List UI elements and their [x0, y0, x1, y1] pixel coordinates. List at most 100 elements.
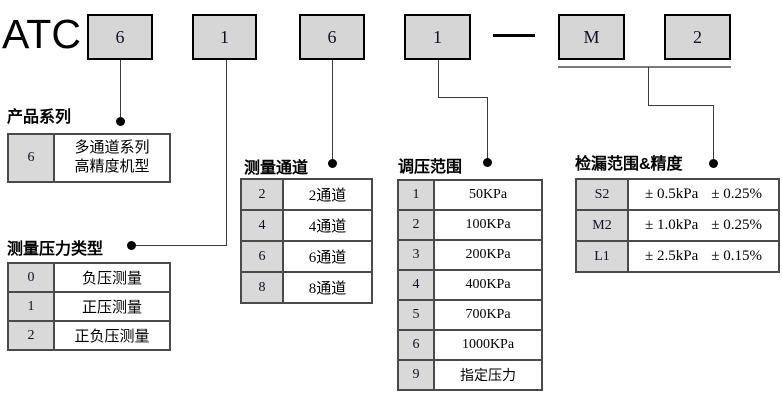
- table-row: 6 1000KPa: [399, 329, 541, 359]
- desc-cell: 负压测量: [81, 271, 142, 287]
- table-row: 8 8通道: [242, 271, 371, 302]
- connector-bullet: [116, 117, 125, 126]
- connector-line: [648, 105, 714, 106]
- table-row: 6 多通道系列 高精度机型: [9, 135, 169, 181]
- code-cell: 2: [9, 322, 55, 349]
- connector-bullet: [127, 241, 136, 250]
- desc-line: 高精度机型: [74, 159, 150, 175]
- code-cell: S2: [577, 180, 629, 209]
- code-cell: 4: [242, 211, 284, 240]
- desc-cell: 正压测量: [81, 300, 142, 316]
- desc-line: 多通道系列: [74, 140, 150, 157]
- code-cell: 3: [399, 241, 435, 269]
- connector-underline: [558, 66, 731, 68]
- table-row: 2 正负压测量: [9, 320, 169, 349]
- desc-cell: 多通道系列 高精度机型: [55, 135, 169, 181]
- code-box-series: 6: [87, 14, 153, 60]
- connector-line: [487, 97, 488, 159]
- code-cell: 6: [399, 331, 435, 359]
- desc-cell: 8通道: [308, 281, 347, 297]
- desc-cell: 100KPa: [465, 217, 511, 232]
- table-row: 5 700KPa: [399, 299, 541, 329]
- code-box-leak-accuracy: 2: [664, 14, 731, 60]
- code-cell: 4: [399, 271, 435, 299]
- code-cell: 6: [9, 135, 55, 181]
- code-cell: 6: [242, 242, 284, 271]
- connector-bullet: [483, 158, 492, 167]
- table-row: 4 400KPa: [399, 269, 541, 299]
- connector-bullet: [709, 159, 718, 168]
- section-heading-pressure-type: 测量压力类型: [7, 241, 104, 258]
- section-heading-channels: 测量通道: [244, 160, 309, 177]
- code-box-digit: 2: [693, 26, 702, 47]
- accuracy-value: ± 0.25%: [711, 217, 762, 233]
- section-heading-pressure-range: 调压范围: [398, 159, 463, 176]
- connector-line: [648, 67, 649, 106]
- section-heading-product-series: 产品系列: [7, 109, 72, 126]
- leak-range-value: ± 0.5kPa: [645, 186, 699, 202]
- section-heading-leak-range-accuracy: 检漏范围&精度: [575, 156, 683, 173]
- connector-line: [134, 245, 227, 246]
- code-box-digit: 6: [327, 26, 337, 47]
- table-row: 2 2通道: [242, 180, 371, 209]
- code-box-digit: 6: [115, 26, 125, 47]
- table-row: 6 6通道: [242, 240, 371, 271]
- table-row: 0 负压测量: [9, 264, 169, 291]
- desc-cell: 50KPa: [468, 187, 508, 202]
- table-row: 4 4通道: [242, 209, 371, 240]
- code-cell: 2: [242, 180, 284, 209]
- code-cell: 0: [9, 264, 55, 291]
- code-cell: 8: [242, 273, 284, 302]
- code-box-channels: 6: [299, 14, 365, 60]
- connector-line: [438, 60, 439, 98]
- desc-cell: 4通道: [308, 219, 347, 235]
- connector-line: [332, 60, 333, 160]
- pressure-range-table: 1 50KPa 2 100KPa 3 200KPa 4 400KPa 5 700…: [397, 179, 543, 391]
- desc-cell: ± 1.0kPa ± 0.25%: [629, 211, 778, 240]
- accuracy-value: ± 0.25%: [711, 186, 762, 202]
- code-cell: 1: [9, 293, 55, 320]
- desc-cell: ± 0.5kPa ± 0.25%: [629, 180, 778, 209]
- desc-cell: 6通道: [308, 250, 347, 266]
- desc-cell: 200KPa: [465, 247, 511, 262]
- leak-range-accuracy-table: S2 ± 0.5kPa ± 0.25% M2 ± 1.0kPa ± 0.25% …: [575, 178, 780, 273]
- table-row: 9 指定压力: [399, 359, 541, 389]
- dash-separator: [493, 34, 535, 37]
- code-box-pressure-type: 1: [192, 14, 257, 60]
- code-box-pressure-range: 1: [404, 14, 471, 60]
- desc-cell: 2通道: [308, 188, 347, 204]
- table-row: S2 ± 0.5kPa ± 0.25%: [577, 180, 778, 209]
- leak-range-value: ± 1.0kPa: [645, 217, 699, 233]
- pressure-type-table: 0 负压测量 1 正压测量 2 正负压测量: [7, 262, 171, 351]
- code-cell: M2: [577, 211, 629, 240]
- table-row: L1 ± 2.5kPa ± 0.15%: [577, 240, 778, 271]
- code-cell: 9: [399, 361, 435, 389]
- connector-line: [713, 105, 714, 160]
- channels-table: 2 2通道 4 4通道 6 6通道 8 8通道: [240, 178, 373, 304]
- connector-line: [438, 97, 488, 98]
- accuracy-value: ± 0.15%: [711, 248, 762, 264]
- table-row: 1 正压测量: [9, 291, 169, 320]
- code-box-leak-range: M: [558, 14, 625, 60]
- desc-cell: ± 2.5kPa ± 0.15%: [629, 242, 778, 271]
- connector-bullet: [328, 159, 337, 168]
- table-row: 1 50KPa: [399, 181, 541, 209]
- desc-cell: 1000KPa: [461, 337, 515, 352]
- leak-range-value: ± 2.5kPa: [645, 248, 699, 264]
- desc-cell: 指定压力: [460, 369, 516, 384]
- desc-cell: 400KPa: [465, 277, 511, 292]
- desc-cell: 正负压测量: [74, 329, 150, 345]
- table-row: M2 ± 1.0kPa ± 0.25%: [577, 209, 778, 240]
- connector-line: [120, 60, 121, 118]
- code-box-digit: M: [583, 26, 600, 47]
- connector-line: [226, 60, 227, 246]
- desc-cell: 700KPa: [465, 307, 511, 322]
- product-name-label: ATC: [2, 11, 81, 57]
- code-cell: L1: [577, 242, 629, 271]
- code-cell: 5: [399, 301, 435, 329]
- table-row: 3 200KPa: [399, 239, 541, 269]
- code-cell: 1: [399, 181, 435, 209]
- code-box-digit: 1: [220, 26, 229, 47]
- product-series-table: 6 多通道系列 高精度机型: [7, 133, 171, 183]
